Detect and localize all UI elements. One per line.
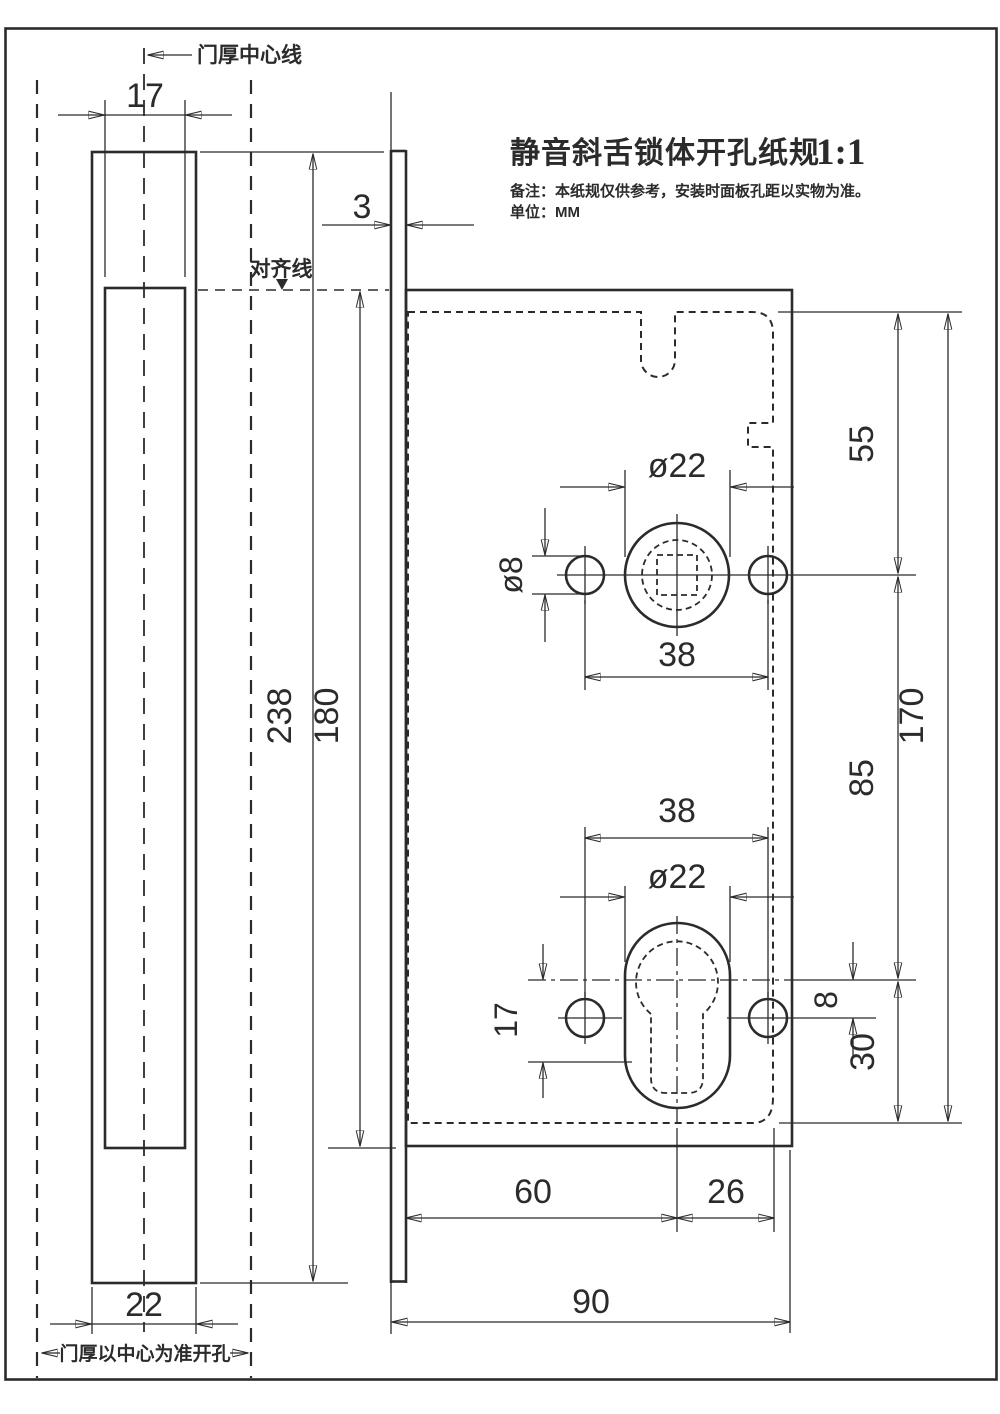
dim-17-cylinder-label: 17: [488, 1002, 524, 1038]
dim-180-recess-length-label: 180: [308, 688, 346, 745]
dim-38-upper: 38: [584, 600, 769, 690]
door-boundary-lines: [35, 48, 253, 1378]
title-block: 静音斜舌锁体开孔纸规 1:1 备注：本纸规仅供参考，安装时面板孔距以实物为准。 …: [509, 132, 870, 221]
dim-17-plate-recess: 17: [58, 77, 232, 277]
dim-180: 180: [308, 292, 396, 1149]
faceplate-outer-rect: [90, 150, 198, 1285]
dim-85-label: 85: [843, 759, 881, 797]
dim-170: 170: [779, 314, 962, 1124]
dim-17-plate-label: 17: [126, 77, 164, 115]
euro-cylinder-dashed-profile: [635, 940, 719, 1094]
door-drill-rule-label: 门厚以中心为准开孔: [59, 1342, 230, 1365]
dim-38-lower-label: 38: [658, 792, 696, 830]
dim-22-plate-width: 22: [50, 1286, 238, 1334]
dim-17-cylinder: 17: [488, 944, 632, 1098]
dim-90: 90: [392, 1150, 791, 1333]
dim-38-upper-label: 38: [658, 636, 696, 674]
dim-60-backset-label: 60: [514, 1173, 552, 1211]
page-title: 静音斜舌锁体开孔纸规: [510, 137, 820, 170]
align-line: 对齐线: [198, 257, 389, 291]
align-pointer-triangle: [276, 279, 288, 290]
note-remark: 备注：本纸规仅供参考，安装时面板孔距以实物为准。: [509, 182, 870, 200]
faceplate-recess-rect: [103, 286, 187, 1150]
dim-dia22-cylinder: ø22: [560, 858, 794, 962]
dim-90-body-width-label: 90: [572, 1283, 610, 1321]
dim-170-label: 170: [893, 688, 931, 745]
dim-38-lower: 38: [584, 792, 769, 997]
lock-body-dashed-outline: [407, 311, 774, 1124]
dim-dia22-spindle-label: ø22: [648, 447, 707, 485]
faceplate-front-view: [90, 150, 198, 1285]
dim-55: 55: [778, 311, 962, 573]
dim-8-offset: 8: [808, 942, 853, 1056]
dim-238: 238: [200, 151, 384, 1284]
cylinder-hole-group: [528, 916, 916, 1124]
door-drill-note: 门厚以中心为准开孔: [42, 1342, 248, 1365]
spindle-hole-group: [557, 514, 916, 636]
dim-26-label: 26: [707, 1173, 745, 1211]
dim-55-label: 55: [843, 425, 881, 463]
dim-30: 30: [844, 982, 898, 1121]
dim-3-label: 3: [353, 188, 372, 226]
dim-60-26: 60 26: [406, 1128, 775, 1232]
door-center-leader: 门厚中心线: [148, 43, 302, 67]
dim-dia8-screw: ø8: [493, 508, 580, 642]
dim-3-faceplate-thickness: 3: [322, 188, 474, 226]
dim-dia22-cylinder-label: ø22: [648, 858, 707, 896]
dim-85: 85: [843, 577, 898, 978]
align-line-label: 对齐线: [250, 257, 313, 281]
dim-238-plate-length-label: 238: [261, 688, 299, 745]
note-unit: 单位：MM: [510, 203, 580, 221]
dim-dia22-spindle: ø22: [560, 447, 794, 557]
lock-body-view: [404, 288, 794, 1148]
dim-8-label: 8: [808, 991, 844, 1009]
dim-22-plate-label: 22: [125, 1286, 163, 1324]
dim-30-label: 30: [844, 1033, 882, 1071]
lock-body-outline: [404, 288, 794, 1148]
dim-dia8-label: ø8: [493, 556, 529, 593]
door-center-line-label: 门厚中心线: [197, 43, 302, 67]
page-border: [4, 27, 998, 1381]
scale-label: 1:1: [816, 132, 865, 173]
